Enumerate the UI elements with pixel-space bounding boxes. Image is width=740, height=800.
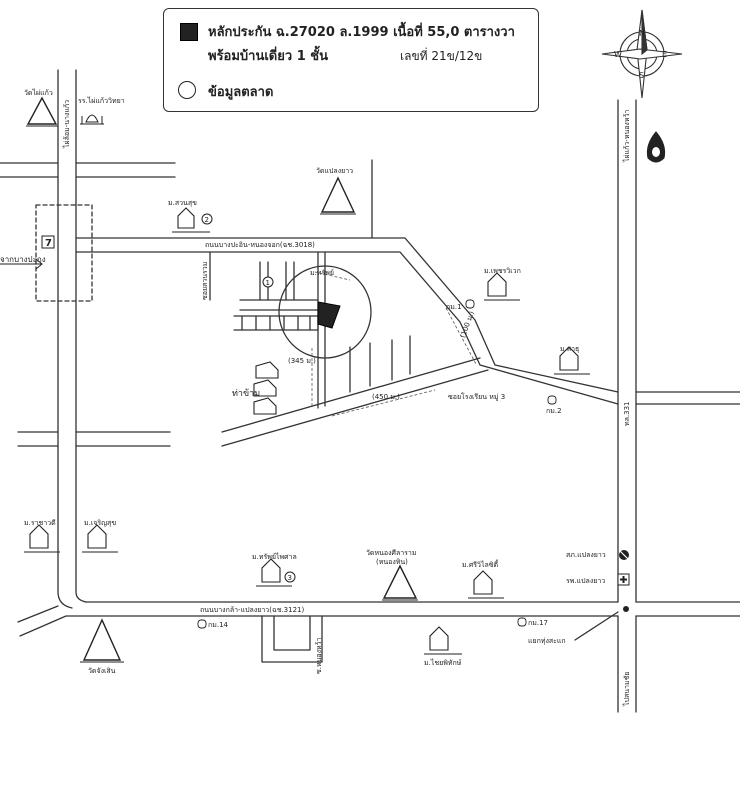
compass-rose-icon bbox=[601, 9, 683, 99]
label-road-3018: ถนนบางปะอิน-หนองจอก(ฉช.3018) bbox=[205, 241, 315, 249]
road-3018 bbox=[75, 237, 619, 393]
label-village-charoen: ม.เจริญสุข bbox=[84, 519, 117, 527]
market-radius-circle bbox=[278, 265, 372, 359]
label-village-left: ม.ราชาวดี bbox=[24, 519, 56, 527]
bank-logo-icon bbox=[646, 131, 666, 163]
label-wat-top-left: วัดไผ่แก้ว bbox=[24, 89, 53, 97]
label-soi-main: ซอยโรงเรียน หมู่ 3 bbox=[448, 393, 506, 401]
subject-land bbox=[317, 301, 341, 329]
label-road-right-top: ไผ่แก้ว-หนองหว้า bbox=[623, 109, 631, 162]
legend-market: ข้อมูลตลาด bbox=[208, 85, 274, 100]
collateral-swatch-icon bbox=[180, 23, 198, 41]
label-village-1: ม.ทรัพย์ bbox=[310, 269, 334, 277]
label-rice-field: ท่าข้าม bbox=[232, 389, 261, 399]
road-vertical-left bbox=[57, 69, 73, 609]
label-km-14: กม.14 bbox=[208, 621, 228, 629]
label-road-3121: ถนนบางกล้า-แปลงยาว(ฉช.3121) bbox=[200, 606, 305, 614]
label-wat-plaeng: วัดแปลงยาว bbox=[316, 167, 354, 175]
label-village-sri: ม.ศรีวิไลซิตี้ bbox=[462, 561, 499, 569]
label-wat-nong-sub: (หนองหิน) bbox=[376, 558, 408, 566]
label-village-chai: ม.ไชยพิทักษ์ bbox=[424, 659, 462, 667]
label-road-331: ทล.331 bbox=[623, 401, 631, 427]
legend-house: พร้อมบ้านเดี่ยว 1 ชั้น bbox=[208, 49, 328, 64]
label-hospital: รพ.แปลงยาว bbox=[566, 577, 606, 585]
direction-arrow bbox=[0, 258, 43, 270]
label-soi-left: ซอยสวนรวม bbox=[201, 261, 209, 300]
label-soi-bottom: ซ.หนองหว้า bbox=[315, 637, 323, 674]
label-dist-345: (345 ม.) bbox=[288, 357, 316, 365]
label-junction: แยกทุ่งสะแก bbox=[528, 637, 566, 645]
legend-collateral: หลักประกัน ฉ.27020 ล.1999 เนื้อที่ 55,0 … bbox=[208, 25, 515, 40]
school-icon bbox=[80, 114, 104, 125]
label-road-left: ไผ่ล้อม-นางแก้ว bbox=[63, 99, 71, 148]
seven-eleven-icon bbox=[41, 235, 55, 249]
label-km-2: กม.2 bbox=[546, 407, 562, 415]
soi-road-3 bbox=[221, 357, 481, 433]
km-post-icon bbox=[197, 299, 557, 629]
svg-text:N: N bbox=[639, 29, 645, 38]
road-331 bbox=[617, 99, 637, 603]
road-3121 bbox=[17, 601, 619, 623]
label-wat-bottom-left: วัดจังเสิน bbox=[88, 667, 116, 675]
label-km-1: กม.1 bbox=[446, 303, 462, 311]
marker-1: 1 bbox=[266, 279, 270, 287]
label-village-2: ม.สวนสุข bbox=[168, 199, 197, 207]
label-school: รร.ไผ่แก้ววิทยา bbox=[78, 97, 125, 105]
village-house-icon bbox=[24, 207, 590, 655]
market-circle-icon bbox=[178, 81, 196, 99]
svg-text:W: W bbox=[614, 50, 622, 59]
label-from-bangpakong: จากบางปะกง bbox=[0, 255, 46, 264]
temple-icon bbox=[26, 96, 418, 661]
marker-2: 2 bbox=[205, 216, 209, 224]
svg-text:E: E bbox=[662, 50, 667, 59]
map-legend: หลักประกัน ฉ.27020 ล.1999 เนื้อที่ 55,0 … bbox=[163, 8, 539, 112]
marker-3: 3 bbox=[288, 574, 292, 582]
svg-text:7: 7 bbox=[45, 238, 52, 249]
label-police: สภ.แปลงยาว bbox=[566, 551, 606, 559]
label-village-3: ม.ทรัพย์ไพศาล bbox=[252, 553, 297, 561]
label-km-17: กม.17 bbox=[528, 619, 548, 627]
label-wat-nong: วัดหนองศีลาราม bbox=[366, 549, 417, 557]
label-village-paktong: ม.เพชรวิเวก bbox=[484, 267, 521, 275]
label-dist-450: (450 ม.) bbox=[372, 393, 400, 401]
label-road-right-bottom: ไปสนามชัย bbox=[623, 671, 631, 706]
svg-text:S: S bbox=[639, 71, 644, 80]
label-village-right: ม.สาธุ bbox=[560, 345, 580, 353]
legend-house-no: เลขที่ 21ข/12ข bbox=[400, 49, 483, 63]
soi-bottom-road bbox=[261, 615, 323, 663]
